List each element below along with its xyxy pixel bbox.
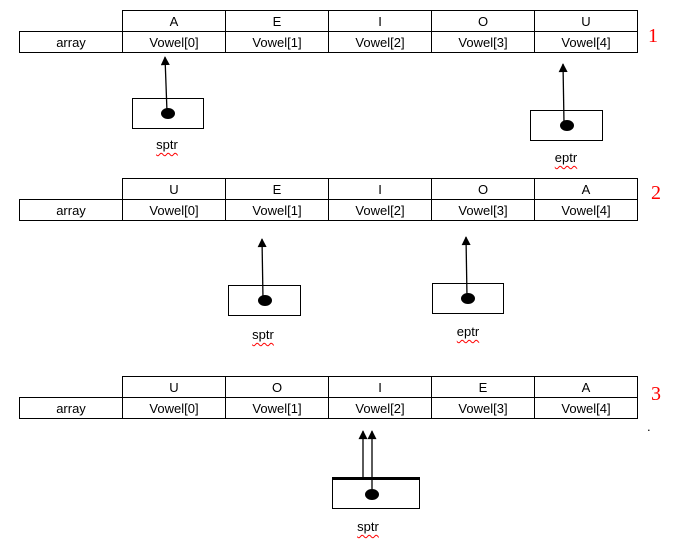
index-cell: Vowel[2] — [328, 199, 432, 221]
stray-period: . — [647, 419, 651, 434]
step-number: 1 — [648, 25, 658, 47]
index-cell: Vowel[4] — [534, 199, 638, 221]
letter-cell: A — [534, 376, 638, 398]
index-cell: Vowel[1] — [225, 31, 329, 53]
pointer-box-sptr — [132, 98, 204, 129]
index-cell: Vowel[0] — [122, 31, 226, 53]
letter-cell: O — [431, 178, 535, 200]
letter-cell: U — [534, 10, 638, 32]
letter-cell: U — [122, 376, 226, 398]
pointer-dot — [461, 293, 475, 304]
pointer-dot — [365, 488, 379, 500]
index-cell: Vowel[3] — [431, 199, 535, 221]
ghost-cell — [20, 377, 123, 398]
array-table-step2: U E I O A array Vowel[0] Vowel[1] Vowel[… — [19, 178, 638, 221]
pointer-dot — [257, 295, 272, 306]
pointer-label-sptr: sptr — [357, 519, 379, 534]
letter-cell: O — [225, 376, 329, 398]
pointer-dot — [161, 108, 175, 119]
letter-cell: E — [225, 178, 329, 200]
index-cell: Vowel[4] — [534, 397, 638, 419]
ghost-cell — [20, 11, 123, 32]
pointer-label-eptr: eptr — [554, 150, 578, 165]
step-number: 3 — [651, 383, 661, 405]
index-row: array Vowel[0] Vowel[1] Vowel[2] Vowel[3… — [19, 31, 638, 53]
index-cell: Vowel[4] — [534, 31, 638, 53]
letter-cell: E — [225, 10, 329, 32]
letter-cell: U — [122, 178, 226, 200]
letter-cell: A — [122, 10, 226, 32]
index-cell: Vowel[0] — [122, 199, 226, 221]
index-row: array Vowel[0] Vowel[1] Vowel[2] Vowel[3… — [19, 397, 638, 419]
letter-cell: I — [328, 10, 432, 32]
index-cell: Vowel[0] — [122, 397, 226, 419]
array-table-step1: A E I O U array Vowel[0] Vowel[1] Vowel[… — [19, 10, 638, 53]
pointer-box-eptr — [530, 110, 603, 141]
pointer-box-sptr — [228, 285, 301, 316]
pointer-box-eptr — [432, 283, 504, 314]
pointer-box-sptr — [332, 477, 420, 509]
index-cell: Vowel[3] — [431, 31, 535, 53]
array-label-cell: array — [19, 397, 123, 419]
array-table-step3: U O I E A array Vowel[0] Vowel[1] Vowel[… — [19, 376, 638, 419]
array-label-cell: array — [19, 199, 123, 221]
letter-cell: I — [328, 178, 432, 200]
pointer-label-sptr: sptr — [156, 137, 178, 152]
index-cell: Vowel[1] — [225, 397, 329, 419]
letters-row: U O I E A — [20, 376, 638, 398]
index-cell: Vowel[1] — [225, 199, 329, 221]
index-row: array Vowel[0] Vowel[1] Vowel[2] Vowel[3… — [19, 199, 638, 221]
array-label-cell: array — [19, 31, 123, 53]
index-cell: Vowel[3] — [431, 397, 535, 419]
step-number: 2 — [651, 182, 661, 204]
letter-cell: O — [431, 10, 535, 32]
letters-row: A E I O U — [20, 10, 638, 32]
pointer-label-eptr: eptr — [456, 324, 480, 339]
index-cell: Vowel[2] — [328, 397, 432, 419]
pointer-label-sptr: sptr — [252, 327, 274, 342]
letter-cell: A — [534, 178, 638, 200]
letter-cell: I — [328, 376, 432, 398]
letters-row: U E I O A — [20, 178, 638, 200]
index-cell: Vowel[2] — [328, 31, 432, 53]
pointer-dot — [559, 120, 574, 131]
letter-cell: E — [431, 376, 535, 398]
ghost-cell — [20, 179, 123, 200]
